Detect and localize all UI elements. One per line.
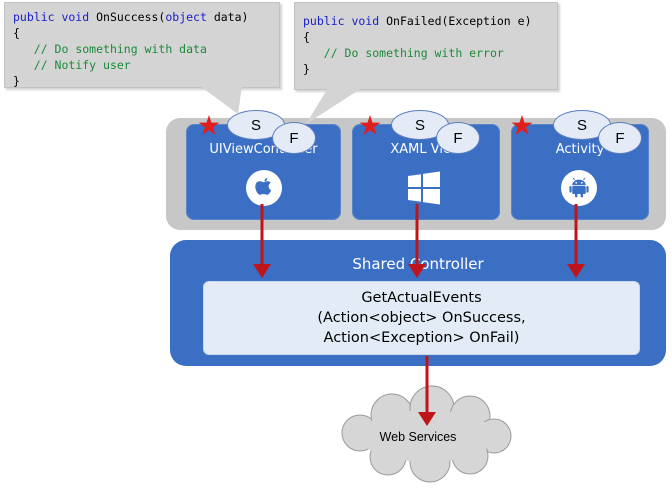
platform-label-activity: Activity — [555, 142, 605, 157]
arrow-windows-to-controller — [408, 204, 426, 278]
failed-callback-bubble: F — [272, 122, 316, 154]
on-failed-code-callout: public void OnFailed(Exception e) { // D… — [294, 2, 558, 90]
code-close-brace: } — [303, 62, 310, 76]
on-success-code-callout: public void OnSuccess(object data) { // … — [4, 2, 280, 88]
android-icon — [561, 170, 597, 206]
callout-tail — [200, 86, 242, 114]
get-actual-events-method-box: GetActualEvents (Action<object> OnSucces… — [203, 281, 640, 355]
star-icon — [511, 115, 533, 135]
star-icon — [198, 115, 220, 135]
failed-callback-bubble: F — [436, 122, 480, 154]
code-comment: // Do something with data — [33, 42, 207, 56]
method-parameter-fail: Action<Exception> OnFail) — [323, 330, 520, 346]
apple-icon — [246, 170, 282, 206]
arrow-ios-to-controller — [253, 204, 271, 278]
code-method: OnFailed(Exception e) — [386, 14, 532, 28]
web-services-label: Web Services — [379, 430, 457, 444]
method-name: GetActualEvents — [361, 290, 482, 306]
code-comment: // Do something with error — [323, 46, 504, 60]
code-open-brace: { — [303, 30, 310, 44]
failed-callback-bubble: F — [598, 122, 642, 154]
arrow-controller-to-web-services — [418, 356, 436, 426]
code-comment: // Notify user — [33, 58, 131, 72]
code-type: object — [165, 10, 207, 24]
arrow-android-to-controller — [567, 204, 585, 278]
code-open-brace: { — [13, 26, 20, 40]
code-keyword: public void — [303, 14, 380, 28]
cloud-icon — [341, 385, 512, 483]
method-parameter-success: (Action<object> OnSuccess, — [317, 310, 526, 326]
code-keyword: public void — [13, 10, 90, 24]
code-close-brace: } — [13, 74, 20, 88]
callout-tail — [306, 88, 362, 124]
star-icon — [359, 115, 381, 135]
code-method: OnSuccess( — [96, 10, 166, 24]
windows-icon — [408, 171, 440, 205]
code-params: data) — [206, 10, 249, 24]
